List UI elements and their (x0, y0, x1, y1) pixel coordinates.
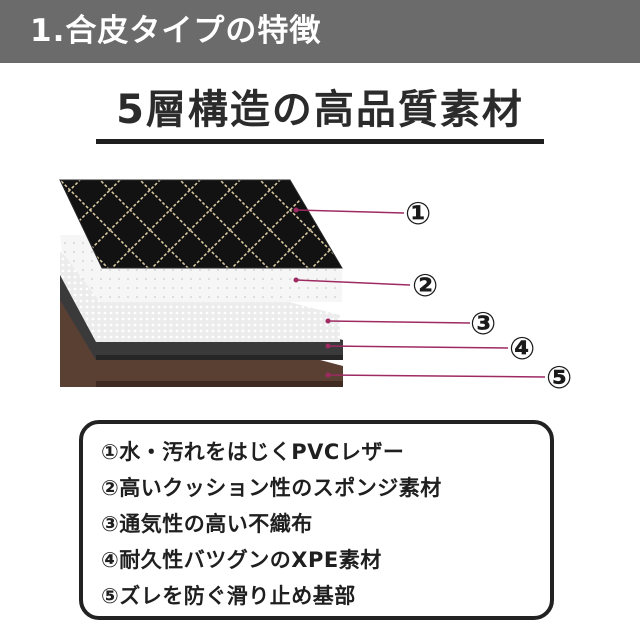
features-box: ①水・汚れをはじくPVCレザー ②高いクッション性のスポンジ素材 ③通気性の高い… (79, 420, 554, 620)
feature-item-4: ④耐久性バツグンのXPE素材 (101, 548, 382, 572)
header-title: 1.合皮タイプの特徴 (30, 13, 322, 49)
marker-4: ④ (509, 331, 535, 367)
feature-item-5: ⑤ズレを防ぐ滑り止め基部 (101, 584, 356, 608)
feature-item-3: ③通気性の高い不織布 (101, 512, 313, 536)
layer-xpe-edge (96, 355, 343, 360)
title-underline (96, 139, 544, 144)
layer-diagram: ① ② ③ ④ ⑤ (59, 179, 572, 396)
layer-base-edge (96, 381, 343, 387)
marker-2: ② (412, 268, 438, 304)
marker-1: ① (405, 196, 431, 232)
feature-list: ①水・汚れをはじくPVCレザー ②高いクッション性のスポンジ素材 ③通気性の高い… (101, 434, 442, 614)
layer-pvc-leather (60, 180, 342, 268)
feature-item-2: ②高いクッション性のスポンジ素材 (101, 476, 442, 500)
section-title: 5層構造の高品質素材 (116, 87, 524, 133)
header-bar: 1.合皮タイプの特徴 (0, 0, 640, 63)
feature-item-1: ①水・汚れをはじくPVCレザー (101, 440, 405, 464)
leader-lines (295, 209, 546, 378)
marker-3: ③ (470, 306, 496, 342)
marker-5: ⑤ (546, 360, 572, 396)
